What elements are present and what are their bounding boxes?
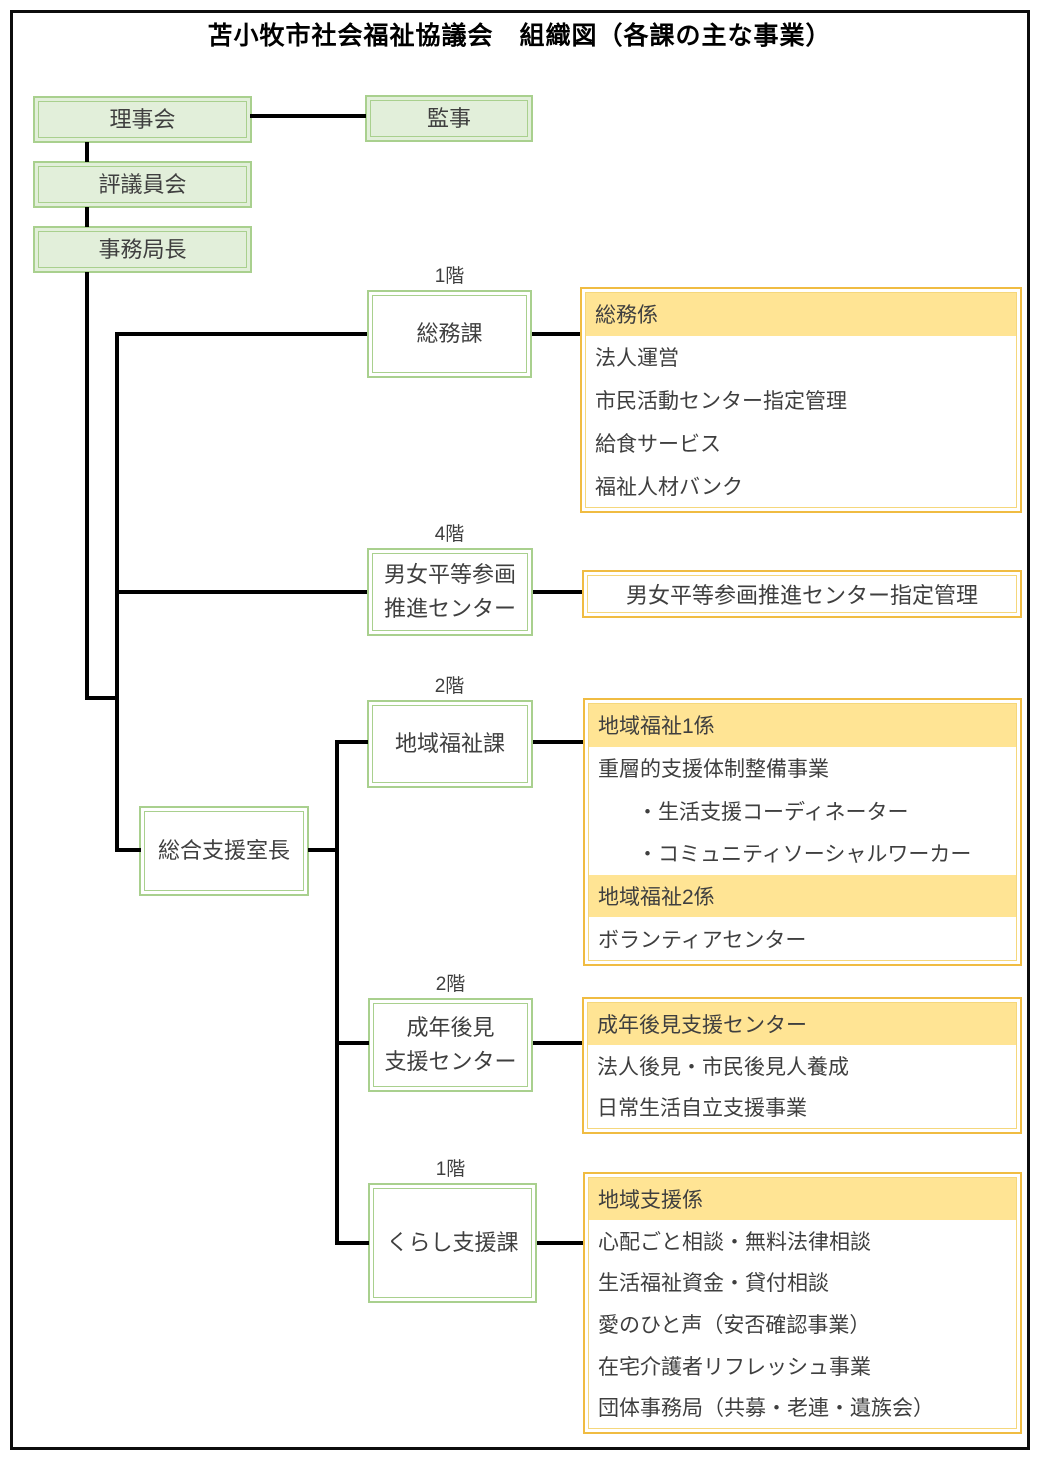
floor-label-soumu: 1階 xyxy=(434,266,465,287)
section-header-row: 地域福祉1係 xyxy=(589,704,1016,747)
section-header-row: 成年後見支援センター xyxy=(588,1003,1016,1045)
dept-box-soumuka: 総務課 xyxy=(367,290,532,378)
box-auditor-label: 監事 xyxy=(370,100,528,137)
projects-box-danjo: 男女平等参画推進センター指定管理 xyxy=(582,570,1022,618)
page-border-frame xyxy=(10,10,1030,1450)
chart-title: 苫小牧市社会福祉協議会 組織図（各課の主な事業） xyxy=(207,22,832,50)
connector-support-office-trunk2 xyxy=(308,848,339,852)
box-board: 理事会 xyxy=(33,96,252,143)
box-secretary-general-label: 事務局長 xyxy=(38,231,247,268)
connector-danjo-projects xyxy=(533,590,582,594)
connector-council-secretary xyxy=(85,207,89,227)
project-row: ボランティアセンター xyxy=(598,928,807,952)
project-row: 日常生活自立支援事業 xyxy=(597,1097,807,1121)
project-row: 市民活動センター指定管理 xyxy=(595,389,847,413)
connector-board-auditor xyxy=(250,114,366,118)
project-row: 福祉人材バンク xyxy=(595,475,744,499)
dept-box-kurashi-shienka: くらし支援課 xyxy=(368,1183,537,1303)
connector-seinen-projects xyxy=(533,1041,582,1045)
floor-label-chiiki: 2階 xyxy=(434,676,465,697)
connector-kurashi-projects xyxy=(537,1241,583,1245)
connector-feed-join xyxy=(85,696,117,700)
dept-danjo-label-line1: 男女平等参画 xyxy=(383,562,516,587)
connector-branch-chiiki xyxy=(335,740,368,744)
project-row: ・コミュニティソーシャルワーカー xyxy=(637,843,972,867)
connector-branch-soumu xyxy=(115,332,367,336)
projects-box-kurashi: 地域支援係 心配ごと相談・無料法律相談 生活福祉資金・貸付相談 愛のひと声（安否… xyxy=(583,1172,1022,1434)
dept-box-danjo-center: 男女平等参画 推進センター xyxy=(367,548,533,636)
projects-box-seinen: 成年後見支援センター 法人後見・市民後見人養成 日常生活自立支援事業 xyxy=(582,997,1022,1134)
box-council-label: 評議員会 xyxy=(38,166,247,203)
project-row: 心配ごと相談・無料法律相談 xyxy=(598,1230,871,1254)
project-row: 生活福祉資金・貸付相談 xyxy=(598,1272,829,1296)
floor-label-danjo: 4階 xyxy=(434,524,465,545)
section-header-row: 総務係 xyxy=(586,293,1016,336)
floor-label-kurashi: 1階 xyxy=(435,1159,466,1180)
box-auditor: 監事 xyxy=(365,95,533,142)
section-header-row: 地域支援係 xyxy=(589,1178,1016,1220)
connector-branch-support-office xyxy=(115,848,141,852)
connector-branch-kurashi xyxy=(335,1241,369,1245)
dept-danjo-label-line2: 推進センター xyxy=(383,596,516,621)
project-row: 重層的支援体制整備事業 xyxy=(598,758,829,781)
box-council: 評議員会 xyxy=(33,161,252,208)
project-row: 愛のひと声（安否確認事業） xyxy=(598,1313,871,1337)
box-support-office-head: 総合支援室長 xyxy=(139,806,309,896)
dept-box-chiiki-fukushika: 地域福祉課 xyxy=(367,700,533,788)
projects-box-soumu: 総務係 法人運営 市民活動センター指定管理 給食サービス 福祉人材バンク xyxy=(580,287,1022,513)
dept-box-seinen-kouken: 成年後見 支援センター xyxy=(368,998,533,1092)
dept-seinen-label-line2: 支援センター xyxy=(384,1049,517,1074)
project-row: 法人後見・市民後見人養成 xyxy=(597,1055,849,1079)
project-row: 給食サービス xyxy=(595,432,721,456)
projects-box-chiiki: 地域福祉1係 重層的支援体制整備事業 ・生活支援コーディネーター ・コミュニティ… xyxy=(583,698,1022,966)
dept-soumuka-label: 総務課 xyxy=(416,321,483,346)
connector-board-council xyxy=(85,142,89,162)
box-secretary-general: 事務局長 xyxy=(33,226,252,273)
project-row: 法人運営 xyxy=(595,347,679,371)
connector-branch-danjo xyxy=(115,590,367,594)
connector-secretary-feed xyxy=(85,272,89,700)
dept-kurashi-label: くらし支援課 xyxy=(386,1230,519,1255)
box-support-office-head-label: 総合支援室長 xyxy=(144,811,304,891)
dept-seinen-label-line1: 成年後見 xyxy=(406,1015,495,1040)
project-row: ・生活支援コーディネーター xyxy=(637,800,909,824)
project-row: 男女平等参画推進センター指定管理 xyxy=(625,583,978,608)
project-row: 団体事務局（共募・老連・遺族会） xyxy=(598,1397,934,1421)
connector-trunk-support xyxy=(335,740,339,1245)
floor-label-seinen: 2階 xyxy=(435,974,466,995)
connector-soumu-projects xyxy=(532,332,580,336)
connector-branch-seinen xyxy=(335,1041,369,1045)
box-board-label: 理事会 xyxy=(38,101,247,138)
project-row: 在宅介護者リフレッシュ事業 xyxy=(598,1355,871,1379)
connector-chiiki-projects xyxy=(533,740,583,744)
dept-chiiki-label: 地域福祉課 xyxy=(394,731,505,756)
section-header-row: 地域福祉2係 xyxy=(589,874,1016,918)
